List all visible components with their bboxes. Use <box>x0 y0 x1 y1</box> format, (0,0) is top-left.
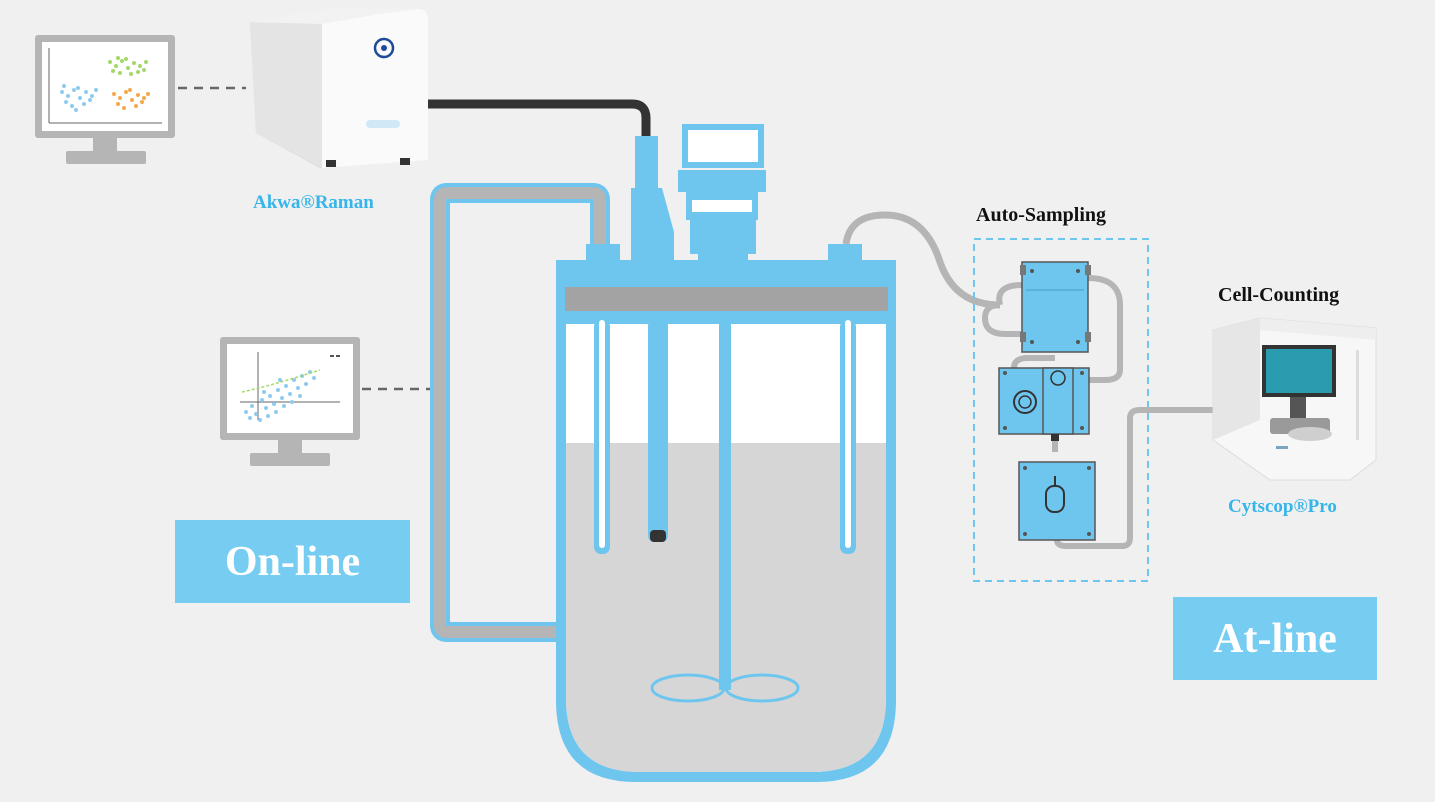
valve-icon <box>998 367 1090 441</box>
cytscop-label: Cytscop®Pro <box>1228 496 1337 517</box>
raman-probe <box>631 136 674 272</box>
sampling-port <box>828 244 862 272</box>
pump-icon <box>1020 261 1091 353</box>
cell-counting-label: Cell-Counting <box>1218 284 1340 306</box>
monitor-icon <box>35 35 175 164</box>
probe-cable <box>428 99 651 140</box>
auto-sampling-label: Auto-Sampling <box>976 204 1107 226</box>
bioreactor-icon <box>556 260 896 782</box>
scatter-cluster-green <box>108 56 148 76</box>
scatter-cluster-orange <box>112 88 150 110</box>
stirrer-motor <box>678 124 766 272</box>
cell-counter-icon <box>1212 317 1377 481</box>
online-badge: On-line <box>175 520 410 603</box>
scatter-cluster-blue <box>60 84 98 112</box>
raman-analyzer-icon <box>250 9 428 168</box>
auto-sampling-frame <box>973 238 1149 582</box>
scatter-points <box>244 370 316 422</box>
monitor-icon <box>220 337 360 466</box>
atline-badge: At-line <box>1173 597 1377 680</box>
sampling-tube <box>842 211 1001 309</box>
raman-label: Akwa®Raman <box>253 192 374 213</box>
flow-cell-icon <box>1018 461 1096 541</box>
inlet-port <box>586 244 620 272</box>
